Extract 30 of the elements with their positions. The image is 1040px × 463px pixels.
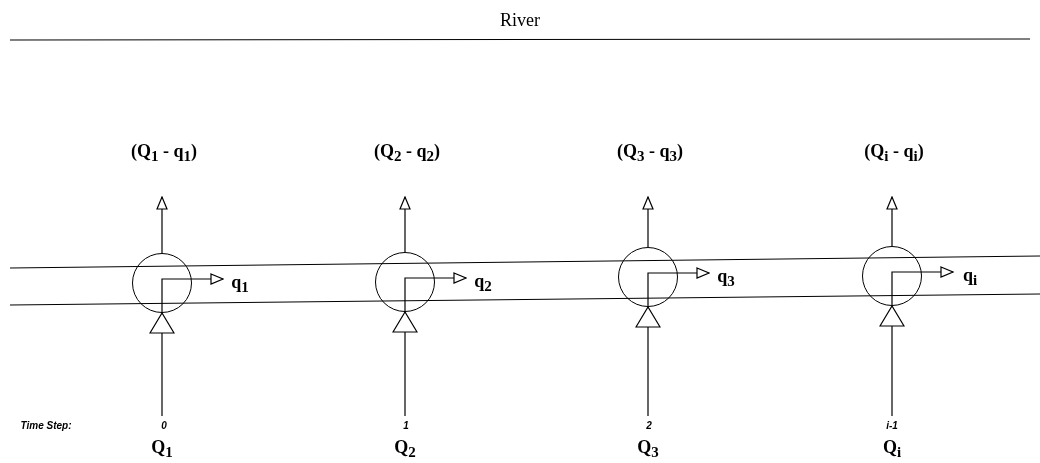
formula-label: Q$_{i}$ bbox=[882, 437, 902, 461]
arrow bbox=[647, 267, 710, 308]
arrow bbox=[635, 306, 661, 417]
formula-label: q$_{2}$ bbox=[474, 271, 492, 295]
formula-label: q$_{1}$ bbox=[231, 272, 249, 296]
arrow bbox=[156, 196, 168, 254]
time-step-value: i-1 bbox=[886, 421, 898, 431]
arrow bbox=[392, 311, 418, 417]
formula-label: q$_{i}$ bbox=[962, 265, 978, 289]
formula-label: Q$_{1}$ bbox=[151, 437, 173, 461]
formula-label: Q$_{2}$ bbox=[394, 437, 416, 461]
arrow bbox=[161, 273, 224, 314]
arrow bbox=[149, 312, 175, 417]
formula-label: (Q$_{2}$ - q$_{2}$) bbox=[374, 141, 440, 165]
arrow bbox=[891, 266, 954, 307]
time-step-value: 0 bbox=[161, 421, 167, 431]
arrow bbox=[404, 272, 467, 313]
arrow bbox=[399, 196, 411, 253]
formula-label: (Q$_{i}$ - q$_{i}$) bbox=[864, 141, 924, 165]
formula-label: (Q$_{3}$ - q$_{3}$) bbox=[617, 141, 683, 165]
arrow bbox=[642, 196, 654, 248]
time-step-value: 1 bbox=[403, 421, 409, 431]
formula-label: q$_{3}$ bbox=[717, 266, 735, 290]
formula-label: Q$_{3}$ bbox=[637, 437, 659, 461]
river-title: River bbox=[500, 11, 540, 29]
time-step-value: 2 bbox=[646, 421, 652, 431]
arrow bbox=[879, 305, 905, 417]
formula-label: (Q$_{1}$ - q$_{1}$) bbox=[131, 141, 197, 165]
time-step-label: Time Step: bbox=[20, 421, 72, 431]
arrow bbox=[886, 196, 898, 247]
